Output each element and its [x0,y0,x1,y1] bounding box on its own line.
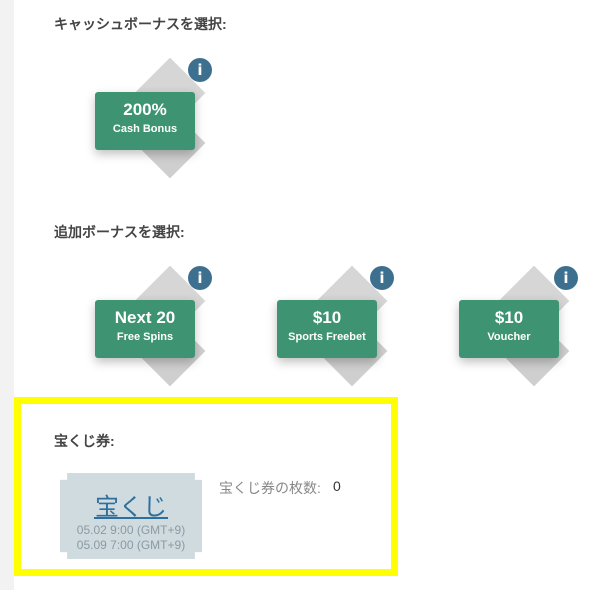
bonus-amount: Next 20 [114,308,176,327]
ticket-start-date: 05.02 9:00 (GMT+9) [76,523,186,537]
ticket-label: 宝くじ [95,493,167,521]
info-icon[interactable]: i [188,58,212,82]
ticket-divider [94,517,168,519]
ticket-count-label: 宝くじ券の枚数: [219,480,321,496]
bonus-option-voucher[interactable]: $10 Voucher [444,265,600,406]
extra-bonus-section-title: 追加ボーナスを選択: [54,224,185,240]
info-icon[interactable]: i [554,266,578,290]
bonus-option-sports-freebet[interactable]: $10 Sports Freebet [262,265,452,406]
bonus-type: Sports Freebet [288,331,366,343]
bonus-card-free-spins[interactable]: Next 20 Free Spins [95,300,195,358]
bonus-type: Voucher [487,331,531,343]
lottery-ticket: 宝くじ 05.02 9:00 (GMT+9) 05.09 7:00 (GMT+9… [60,473,202,559]
bonus-type: Free Spins [116,331,174,343]
bonus-type: Cash Bonus [112,123,178,135]
bonus-amount: $10 [494,308,524,327]
ticket-end-date: 05.09 7:00 (GMT+9) [76,538,186,552]
info-icon[interactable]: i [370,266,394,290]
bonus-amount: 200% [123,100,167,119]
info-icon[interactable]: i [188,266,212,290]
lottery-section-title: 宝くじ券: [54,433,115,449]
lottery-section: 宝くじ券: 宝くじ 05.02 9:00 (GMT+9) 05.09 7:00 … [14,397,398,576]
bonus-option-cash[interactable]: 200% Cash Bonus [80,57,270,198]
bonus-option-free-spins[interactable]: Next 20 Free Spins [80,265,270,406]
bonus-card-sports-freebet[interactable]: $10 Sports Freebet [277,300,377,358]
bonus-amount: $10 [312,308,342,327]
cash-bonus-section-title: キャッシュボーナスを選択: [54,16,227,32]
bonus-card-cash[interactable]: 200% Cash Bonus [95,92,195,150]
ticket-count-value: 0 [333,478,341,494]
bonus-card-voucher[interactable]: $10 Voucher [459,300,559,358]
